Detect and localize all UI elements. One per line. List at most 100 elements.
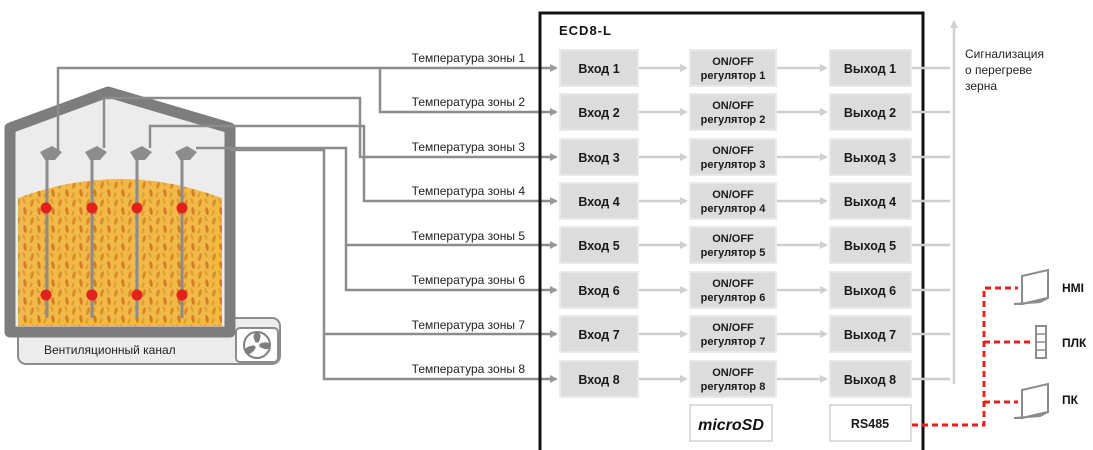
laptop-icon <box>1013 268 1049 306</box>
probe-2 <box>85 146 107 318</box>
probe-1 <box>40 146 62 318</box>
regulator-mode: ON/OFF <box>712 145 754 157</box>
regulator-name: регулятор 1 <box>701 70 766 82</box>
device-plc: ПЛК <box>1035 325 1087 359</box>
zone-label: Температура зоны 1 <box>412 51 526 65</box>
output-label: Выход 8 <box>844 373 896 387</box>
output-label: Выход 4 <box>844 195 896 209</box>
wire-zone-6 <box>344 245 558 294</box>
regulator-name: регулятор 8 <box>701 381 766 393</box>
device-pc: ПК <box>1013 382 1079 420</box>
zone-label: Температура зоны 2 <box>412 95 526 109</box>
device-label: ПЛК <box>1062 336 1087 350</box>
output-box-8: Выход 8 <box>829 360 912 398</box>
regulator-box-7: ON/OFF регулятор 7 <box>689 315 777 353</box>
input-box-3: Вход 3 <box>559 138 639 176</box>
microsd-logo: microSD <box>689 404 773 442</box>
regulator-name: регулятор 7 <box>701 336 766 348</box>
fan-icon <box>235 327 279 363</box>
regulator-boxes: ON/OFF регулятор 1 ON/OFF регулятор 2 ON/O… <box>689 49 777 398</box>
regulator-name: регулятор 3 <box>701 159 766 171</box>
vent-channel-label: Вентиляционный канал <box>44 343 176 357</box>
regulator-box-2: ON/OFF регулятор 2 <box>689 93 777 131</box>
regulator-name: регулятор 2 <box>701 114 766 126</box>
regulator-mode: ON/OFF <box>712 322 754 334</box>
output-box-3: Выход 3 <box>829 138 912 176</box>
regulator-mode: ON/OFF <box>712 189 754 201</box>
zone-label: Температура зоны 7 <box>412 318 526 332</box>
zone-label: Температура зоны 4 <box>412 184 526 198</box>
regulator-box-3: ON/OFF регулятор 3 <box>689 138 777 176</box>
output-label: Выход 7 <box>844 328 896 342</box>
regulator-name: регулятор 4 <box>701 203 767 215</box>
output-box-5: Выход 5 <box>829 226 912 264</box>
alarm-line-1: Сигнализация <box>965 47 1044 61</box>
input-box-7: Вход 7 <box>559 315 639 353</box>
output-box-1: Выход 1 <box>829 49 912 87</box>
input-box-2: Вход 2 <box>559 93 639 131</box>
plc-icon <box>1035 325 1047 359</box>
output-label: Выход 3 <box>844 151 896 165</box>
device-label: HMI <box>1062 281 1084 295</box>
input-box-5: Вход 5 <box>559 226 639 264</box>
alarm-label: Сигнализация о перегреве зерна <box>965 47 1044 93</box>
output-label: Выход 6 <box>844 284 896 298</box>
regulator-box-8: ON/OFF регулятор 8 <box>689 360 777 398</box>
microsd-logo-text: microSD <box>698 417 764 434</box>
regulator-mode: ON/OFF <box>712 278 754 290</box>
regulator-box-1: ON/OFF регулятор 1 <box>689 49 777 87</box>
input-box-4: Вход 4 <box>559 182 639 220</box>
output-label: Выход 2 <box>844 106 896 120</box>
regulator-name: регулятор 5 <box>701 247 766 259</box>
ecd8-controller: ECD8-L <box>538 11 958 450</box>
output-boxes: Выход 1 Выход 2 Выход 3 Выход 4 Выход 5 … <box>829 49 912 398</box>
internal-connections <box>639 20 958 384</box>
input-label: Вход 4 <box>578 195 619 209</box>
input-box-8: Вход 8 <box>559 360 639 398</box>
output-box-2: Выход 2 <box>829 93 912 131</box>
output-label: Выход 1 <box>844 62 896 76</box>
output-box-4: Выход 4 <box>829 182 912 220</box>
rs485-network <box>912 286 1034 427</box>
zone-label: Температура зоны 5 <box>412 229 526 243</box>
regulator-mode: ON/OFF <box>712 367 754 379</box>
input-label: Вход 2 <box>578 106 619 120</box>
zone-labels: Температура зоны 1 Температура зоны 2 Те… <box>412 51 526 376</box>
device-label: ПК <box>1062 393 1079 407</box>
wire-zone-8 <box>322 334 558 383</box>
wire-zone-2 <box>378 68 558 116</box>
input-label: Вход 7 <box>578 328 619 342</box>
regulator-mode: ON/OFF <box>712 56 754 68</box>
controller-title: ECD8-L <box>559 23 612 38</box>
zone-label: Температура зоны 3 <box>412 140 526 154</box>
rs485-box: RS485 <box>829 404 912 442</box>
input-box-6: Вход 6 <box>559 271 639 309</box>
input-boxes: Вход 1 Вход 2 Вход 3 Вход 4 Вход 5 Вход … <box>559 49 639 398</box>
regulator-mode: ON/OFF <box>712 233 754 245</box>
wire-zone-1 <box>56 64 558 152</box>
regulator-mode: ON/OFF <box>712 100 754 112</box>
output-label: Выход 5 <box>844 239 896 253</box>
wire-zone-3 <box>102 96 558 161</box>
input-label: Вход 1 <box>578 62 619 76</box>
zone-label: Температура зоны 8 <box>412 362 526 376</box>
input-label: Вход 5 <box>578 239 619 253</box>
alarm-line-3: зерна <box>965 79 997 93</box>
regulator-name: регулятор 6 <box>701 292 766 304</box>
grain-silo: Вентиляционный канал <box>4 86 281 365</box>
alarm-line-2: о перегреве <box>965 63 1032 77</box>
probe-3 <box>130 146 152 318</box>
zone-label: Температура зоны 6 <box>412 273 526 287</box>
output-box-6: Выход 6 <box>829 271 912 309</box>
wire-zone-7 <box>230 148 558 338</box>
input-box-1: Вход 1 <box>559 49 639 87</box>
input-label: Вход 8 <box>578 373 619 387</box>
regulator-box-5: ON/OFF регулятор 5 <box>689 226 777 264</box>
regulator-box-6: ON/OFF регулятор 6 <box>689 271 777 309</box>
input-label: Вход 3 <box>578 151 619 165</box>
output-box-7: Выход 7 <box>829 315 912 353</box>
wire-zone-5 <box>196 146 558 249</box>
temperature-probes <box>40 146 197 318</box>
device-hmi: HMI <box>1013 268 1084 306</box>
